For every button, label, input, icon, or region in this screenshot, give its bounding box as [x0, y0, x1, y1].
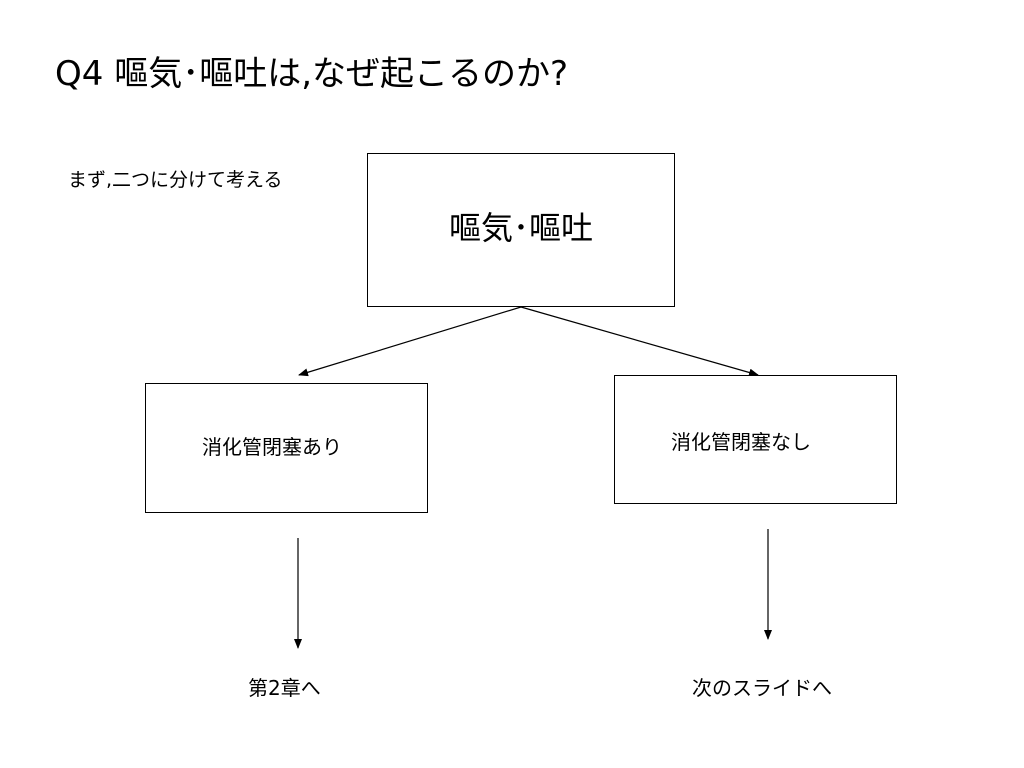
- outcome-chapter2-label: 第2章へ: [248, 676, 321, 700]
- root-node-box: 嘔気･嘔吐: [367, 153, 675, 307]
- outcome-next-slide-label: 次のスライドへ: [692, 676, 832, 700]
- root-node-label: 嘔気･嘔吐: [448, 209, 593, 247]
- branch-node-obstruction-box: 消化管閉塞あり: [145, 383, 428, 513]
- branch-node-no-obstruction-label: 消化管閉塞なし: [671, 430, 811, 454]
- slide-title: Q4 嘔気･嘔吐は,なぜ起こるのか?: [55, 54, 569, 94]
- arrow-root-to-right: [520, 306, 759, 377]
- branch-node-obstruction-label: 消化管閉塞あり: [202, 435, 342, 459]
- arrow-root-to-left: [298, 306, 522, 377]
- branch-node-no-obstruction-box: 消化管閉塞なし: [614, 375, 897, 504]
- intro-note: まず,二つに分けて考える: [68, 169, 283, 191]
